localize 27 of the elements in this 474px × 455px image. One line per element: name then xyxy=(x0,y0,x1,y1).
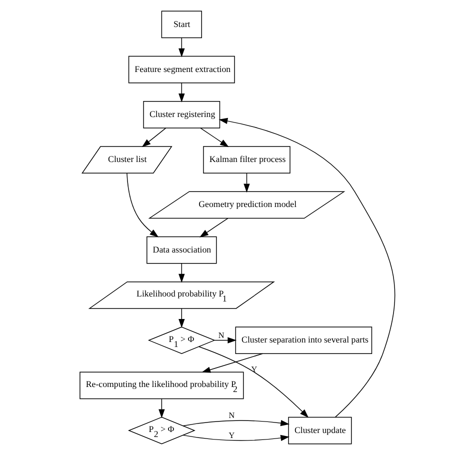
node-box: Start xyxy=(160,10,202,38)
edge-label: N xyxy=(218,330,224,340)
edge-label: Y xyxy=(250,365,257,374)
arrow xyxy=(182,434,290,442)
edge-label: N xyxy=(228,411,234,420)
arrow xyxy=(178,263,184,283)
arrow xyxy=(199,218,228,238)
arrow xyxy=(178,308,184,328)
arrow xyxy=(182,420,290,426)
arrow xyxy=(178,37,184,58)
arrow xyxy=(218,118,395,418)
edge-label: Y xyxy=(228,431,234,440)
arrow xyxy=(141,128,166,148)
node-box: Kalman filter process xyxy=(202,146,290,174)
arrow xyxy=(158,398,164,418)
arrow xyxy=(200,128,228,148)
node-box: Data association xyxy=(146,236,216,264)
arrow xyxy=(126,172,158,238)
arrow xyxy=(243,172,250,193)
arrow xyxy=(201,353,262,373)
node-box: Cluster separation into several parts xyxy=(234,326,372,354)
arrow xyxy=(214,337,236,344)
node-box: Cluster registering xyxy=(142,101,220,128)
arrow xyxy=(178,82,184,102)
node-box: Cluster update xyxy=(288,416,352,444)
node-box: Feature segment extraction xyxy=(128,56,234,84)
arrow xyxy=(198,346,308,418)
